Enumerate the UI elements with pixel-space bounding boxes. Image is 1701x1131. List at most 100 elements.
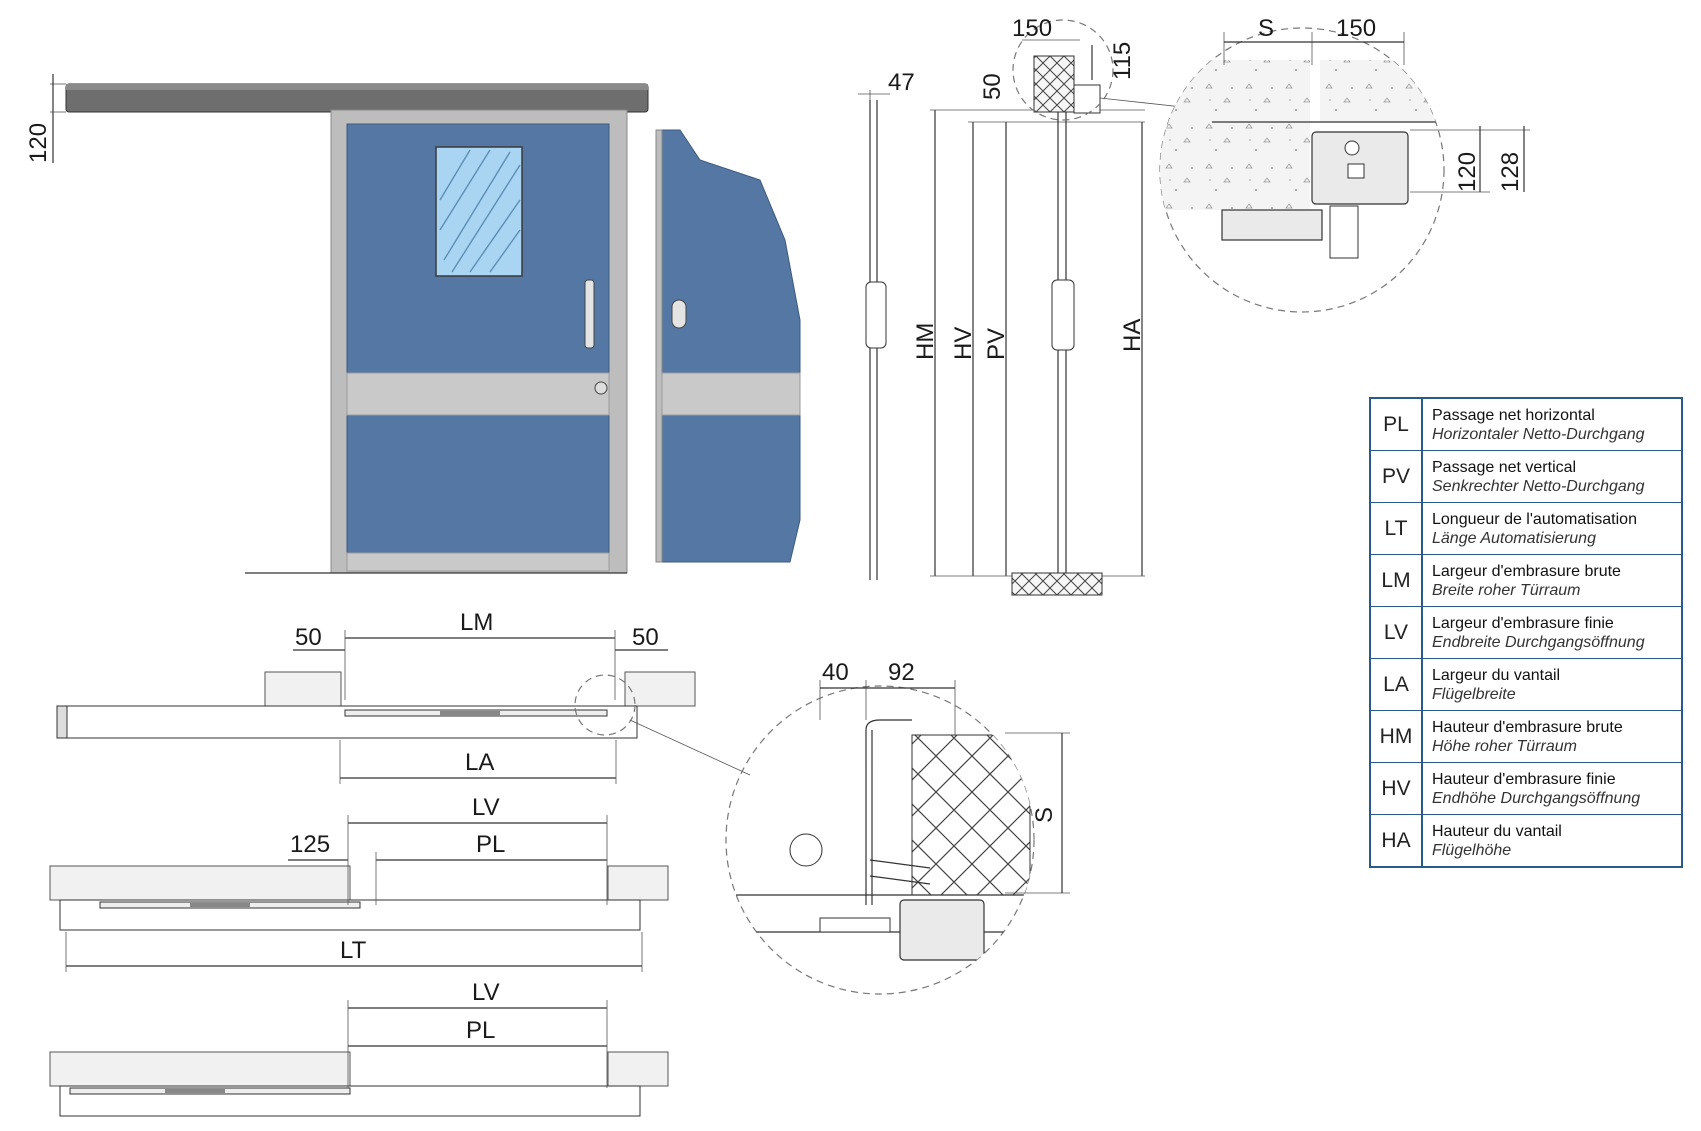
head-wall-block bbox=[1033, 55, 1075, 113]
dim-125-label: 125 bbox=[290, 831, 330, 858]
legend-code: LV bbox=[1371, 607, 1423, 658]
legend-de: Länge Automatisierung bbox=[1432, 529, 1596, 547]
door-leaf-side bbox=[659, 129, 801, 563]
legend-code: LA bbox=[1371, 659, 1423, 710]
legend-code: PV bbox=[1371, 451, 1423, 502]
plan-view-1: 50 LM 50 LA bbox=[56, 609, 751, 784]
rail-highlight bbox=[66, 84, 648, 90]
dim-50-right: 50 bbox=[632, 624, 659, 651]
dim-150-top: 150 bbox=[1336, 15, 1376, 42]
legend-code: HM bbox=[1371, 711, 1423, 762]
legend-code: LT bbox=[1371, 503, 1423, 554]
handle-plan bbox=[190, 903, 250, 907]
carriage bbox=[1329, 205, 1359, 259]
screw bbox=[869, 859, 931, 885]
dim-lm-label: LM bbox=[460, 609, 493, 636]
dim-head-50: 50 bbox=[979, 73, 1006, 100]
leader-line bbox=[629, 719, 751, 776]
wall-right bbox=[624, 671, 696, 707]
label-hm: HM bbox=[912, 323, 939, 360]
wall-right bbox=[607, 1051, 669, 1087]
lock-cylinder bbox=[594, 381, 608, 395]
legend-fr: Hauteur d'embrasure brute bbox=[1432, 718, 1623, 736]
dim-la-label: LA bbox=[465, 749, 494, 776]
floor-block bbox=[1011, 572, 1103, 596]
legend-fr: Passage net horizontal bbox=[1432, 406, 1595, 424]
flush-pull bbox=[671, 299, 687, 329]
legend-de: Flügelbreite bbox=[1432, 685, 1516, 703]
legend-fr: Hauteur d'embrasure finie bbox=[1432, 770, 1616, 788]
label-pv: PV bbox=[983, 328, 1010, 360]
leaf-edge bbox=[655, 129, 663, 563]
legend-de: Endbreite Durchgangsöffnung bbox=[1432, 633, 1645, 651]
stop-roller bbox=[789, 833, 823, 867]
legend-code: HA bbox=[1371, 815, 1423, 866]
dim-40: 40 bbox=[822, 659, 849, 686]
legend-fr: Largeur d'embrasure finie bbox=[1432, 614, 1614, 632]
label-ha: HA bbox=[1119, 319, 1146, 352]
legend-code: LM bbox=[1371, 555, 1423, 606]
legend-de: Endhöhe Durchgangsöffnung bbox=[1432, 789, 1641, 807]
plan-view-2: LV 125 PL LT bbox=[49, 794, 669, 972]
detail-callout-circle bbox=[1012, 19, 1114, 121]
vertical-section: 47 HM HV PV HA 150 115 50 bbox=[858, 15, 1211, 596]
legend-de: Höhe roher Türraum bbox=[1432, 737, 1577, 755]
legend-code: HV bbox=[1371, 763, 1423, 814]
wall-left bbox=[49, 865, 351, 901]
dim-128: 128 bbox=[1497, 152, 1524, 192]
legend-code: PL bbox=[1371, 399, 1423, 450]
handle-plan bbox=[165, 1089, 225, 1093]
wall-insulation bbox=[911, 734, 1031, 896]
dim-pl-label: PL bbox=[466, 1017, 495, 1044]
kick-band-side bbox=[661, 372, 801, 416]
frame-profile bbox=[865, 730, 873, 905]
dim-head-115: 115 bbox=[1109, 42, 1136, 80]
door-handle bbox=[584, 279, 595, 349]
handle-section bbox=[865, 281, 887, 349]
wall-left bbox=[264, 671, 342, 707]
dim-side-thickness: 47 bbox=[888, 69, 915, 96]
frame-profile bbox=[865, 719, 912, 731]
motor-part bbox=[1347, 163, 1365, 179]
pulley bbox=[1344, 140, 1360, 156]
lock-bolt bbox=[819, 917, 891, 933]
legend-de: Horizontaler Netto-Durchgang bbox=[1432, 425, 1645, 443]
dim-lv-label: LV bbox=[472, 979, 500, 1006]
detail-callout bbox=[574, 674, 636, 736]
dim-92: 92 bbox=[888, 659, 915, 686]
dim-rail-height: 120 bbox=[25, 123, 52, 163]
wall-right bbox=[607, 865, 669, 901]
concrete-wall bbox=[1160, 60, 1310, 210]
head-detail: S 150 120 128 bbox=[1159, 15, 1530, 313]
jamb-detail: 40 92 S bbox=[725, 659, 1070, 995]
glass-reflection bbox=[439, 149, 521, 273]
legend-fr: Hauteur du vantail bbox=[1432, 822, 1562, 840]
kick-band bbox=[346, 372, 610, 416]
guide-profile bbox=[899, 899, 985, 961]
plan-view-3: LV PL bbox=[49, 979, 669, 1117]
dim-lv-label: LV bbox=[472, 794, 500, 821]
dim-s-label: S bbox=[1031, 807, 1058, 823]
legend-de: Senkrechter Netto-Durchgang bbox=[1432, 477, 1645, 495]
wall-left bbox=[49, 1051, 351, 1087]
legend-de: Breite roher Türraum bbox=[1432, 581, 1581, 599]
dim-120: 120 bbox=[1454, 152, 1481, 192]
handle-plan bbox=[440, 711, 500, 716]
dim-head-150: 150 bbox=[1012, 15, 1052, 42]
legend-fr: Passage net vertical bbox=[1432, 458, 1577, 476]
rail-end bbox=[56, 705, 68, 739]
operator-box bbox=[1073, 84, 1101, 114]
leaf-top-profile bbox=[1221, 209, 1323, 241]
legend-fr: Largeur du vantail bbox=[1432, 666, 1561, 684]
legend-de: Flügelhöhe bbox=[1432, 841, 1512, 859]
dim-s-top: S bbox=[1258, 15, 1274, 42]
